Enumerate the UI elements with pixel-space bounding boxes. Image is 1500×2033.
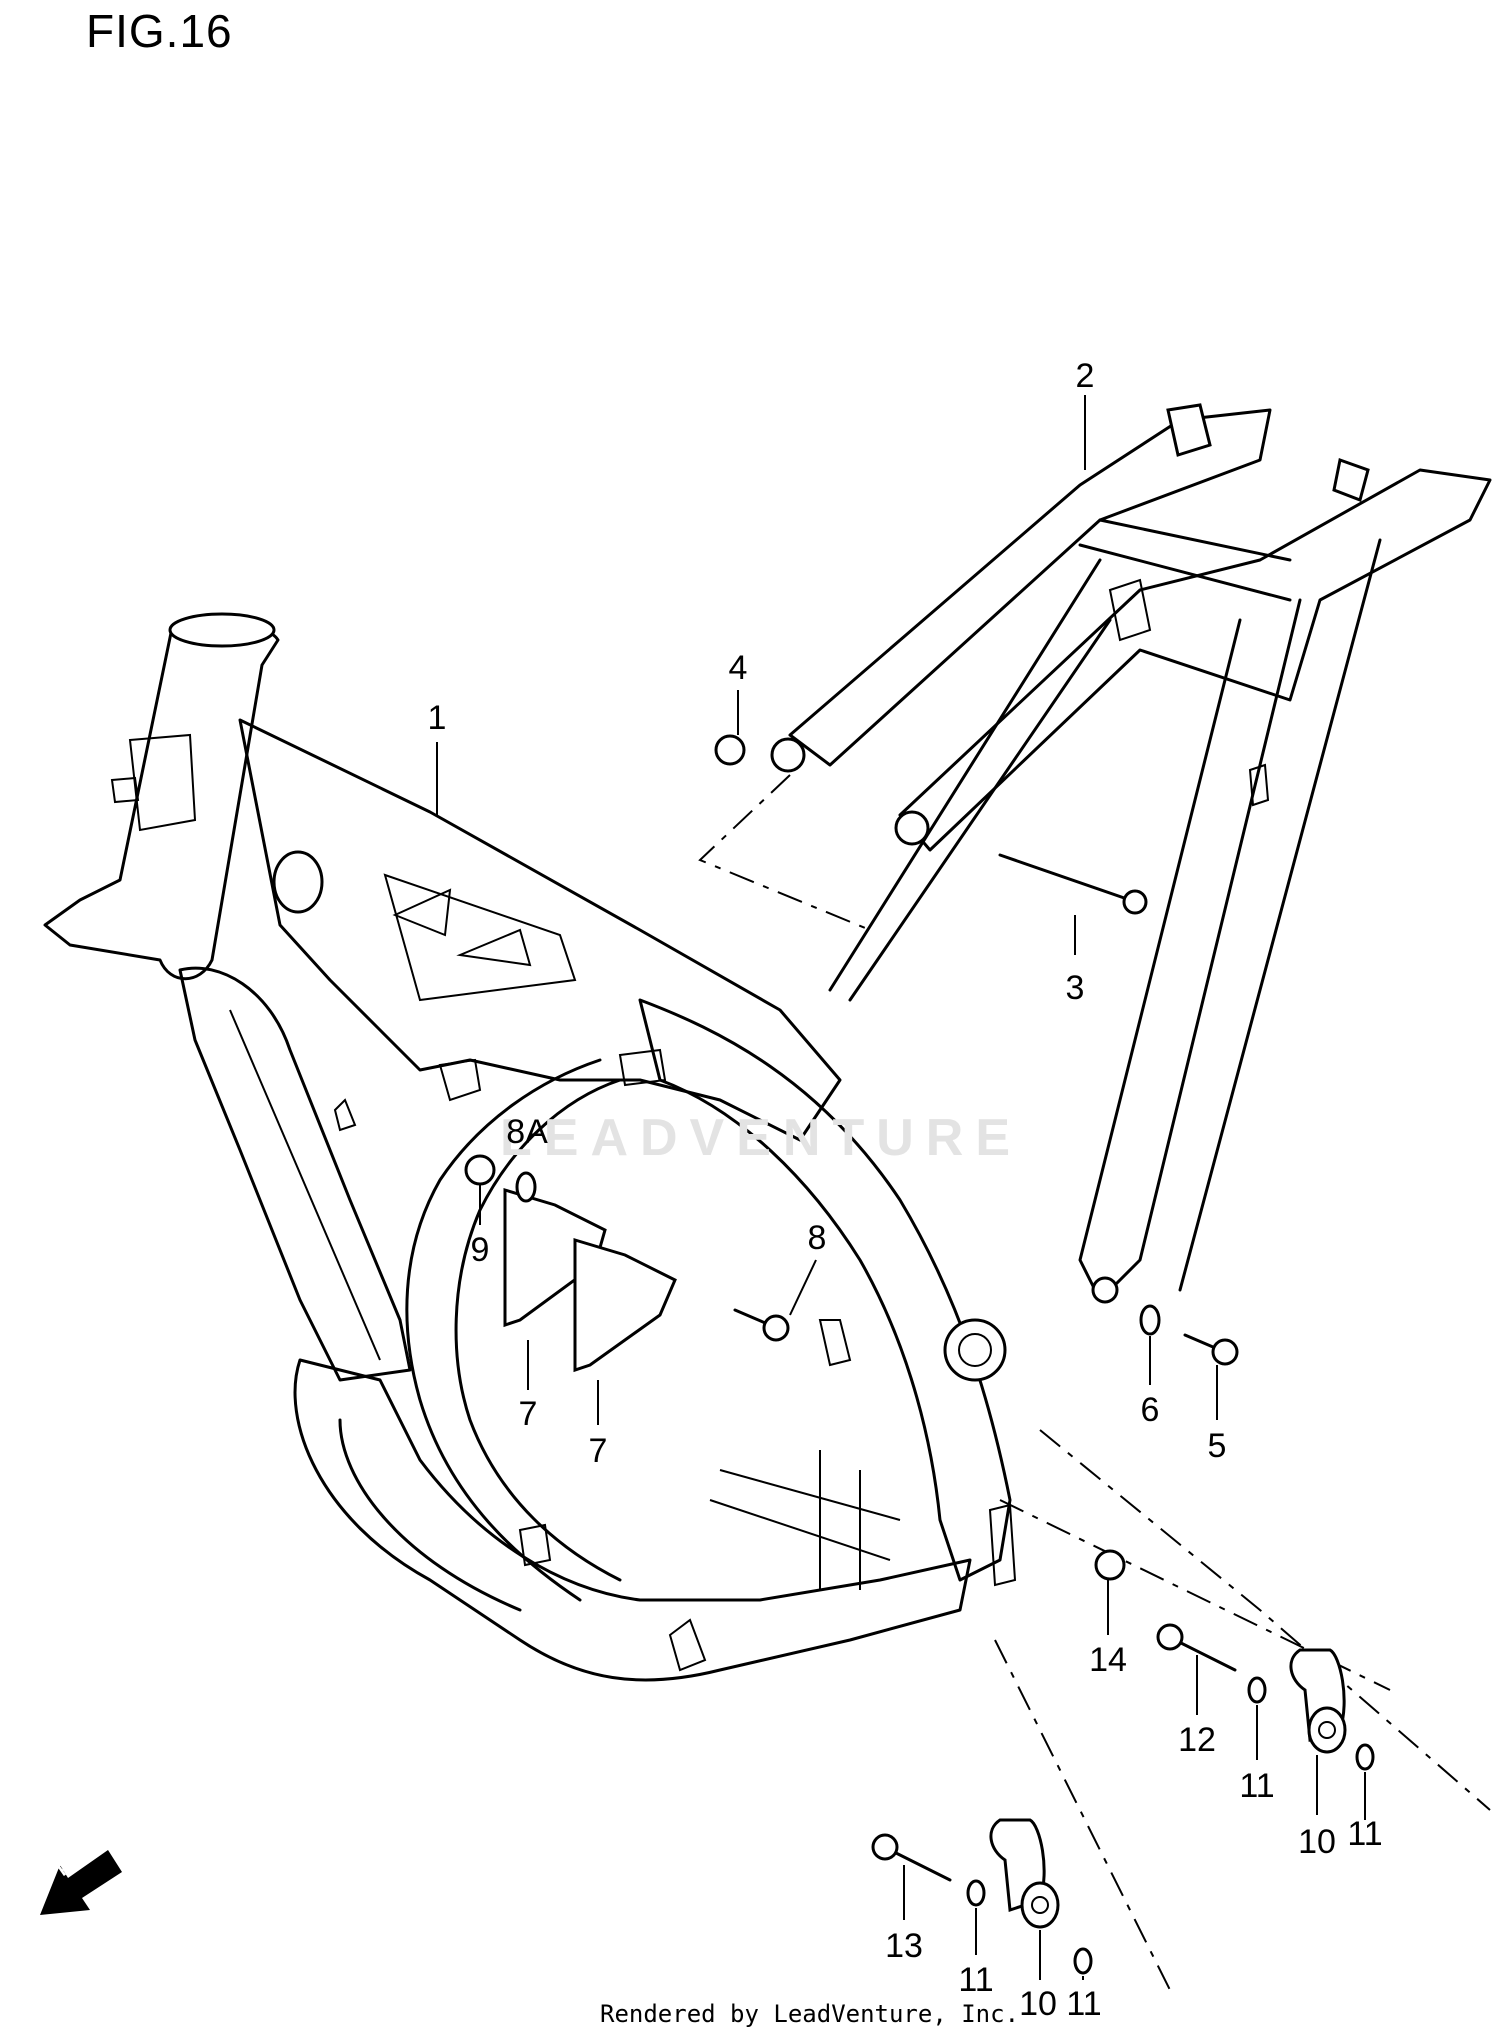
callout-8: 8 <box>807 1219 827 1257</box>
callout-11-d: 11 <box>1066 1985 1102 2023</box>
main-frame-part <box>43 612 1017 1682</box>
watermark-text: LEADVENTURE <box>500 1109 1023 1167</box>
assembly-lines <box>698 774 1491 1991</box>
callout-3: 3 <box>1065 969 1085 1007</box>
callout-2: 2 <box>1075 357 1095 395</box>
fwd-arrow-icon <box>40 1850 122 1915</box>
callout-11-b: 11 <box>1347 1815 1383 1853</box>
leader-lines <box>436 395 1366 1980</box>
footer-credit: Rendered by LeadVenture, Inc. <box>600 2000 1020 2028</box>
callout-13: 13 <box>885 1927 923 1965</box>
rear-subframe-part <box>770 403 1492 1304</box>
callout-4: 4 <box>728 649 748 687</box>
figure-title: FIG.16 <box>86 5 233 57</box>
callout-7-left: 7 <box>518 1395 538 1433</box>
callout-10-left: 10 <box>1019 1985 1057 2023</box>
callout-6: 6 <box>1140 1391 1160 1429</box>
callout-1: 1 <box>427 699 447 737</box>
callout-7-right: 7 <box>588 1432 608 1470</box>
callout-12: 12 <box>1178 1721 1216 1759</box>
callout-14: 14 <box>1089 1641 1127 1679</box>
callout-5: 5 <box>1207 1427 1227 1465</box>
fasteners <box>464 734 1375 1975</box>
callout-9: 9 <box>470 1231 490 1269</box>
callout-11-c: 11 <box>958 1961 994 1999</box>
callout-10-right: 10 <box>1298 1823 1336 1861</box>
callout-8a: 8A <box>506 1113 548 1151</box>
callout-11-a: 11 <box>1239 1767 1275 1805</box>
